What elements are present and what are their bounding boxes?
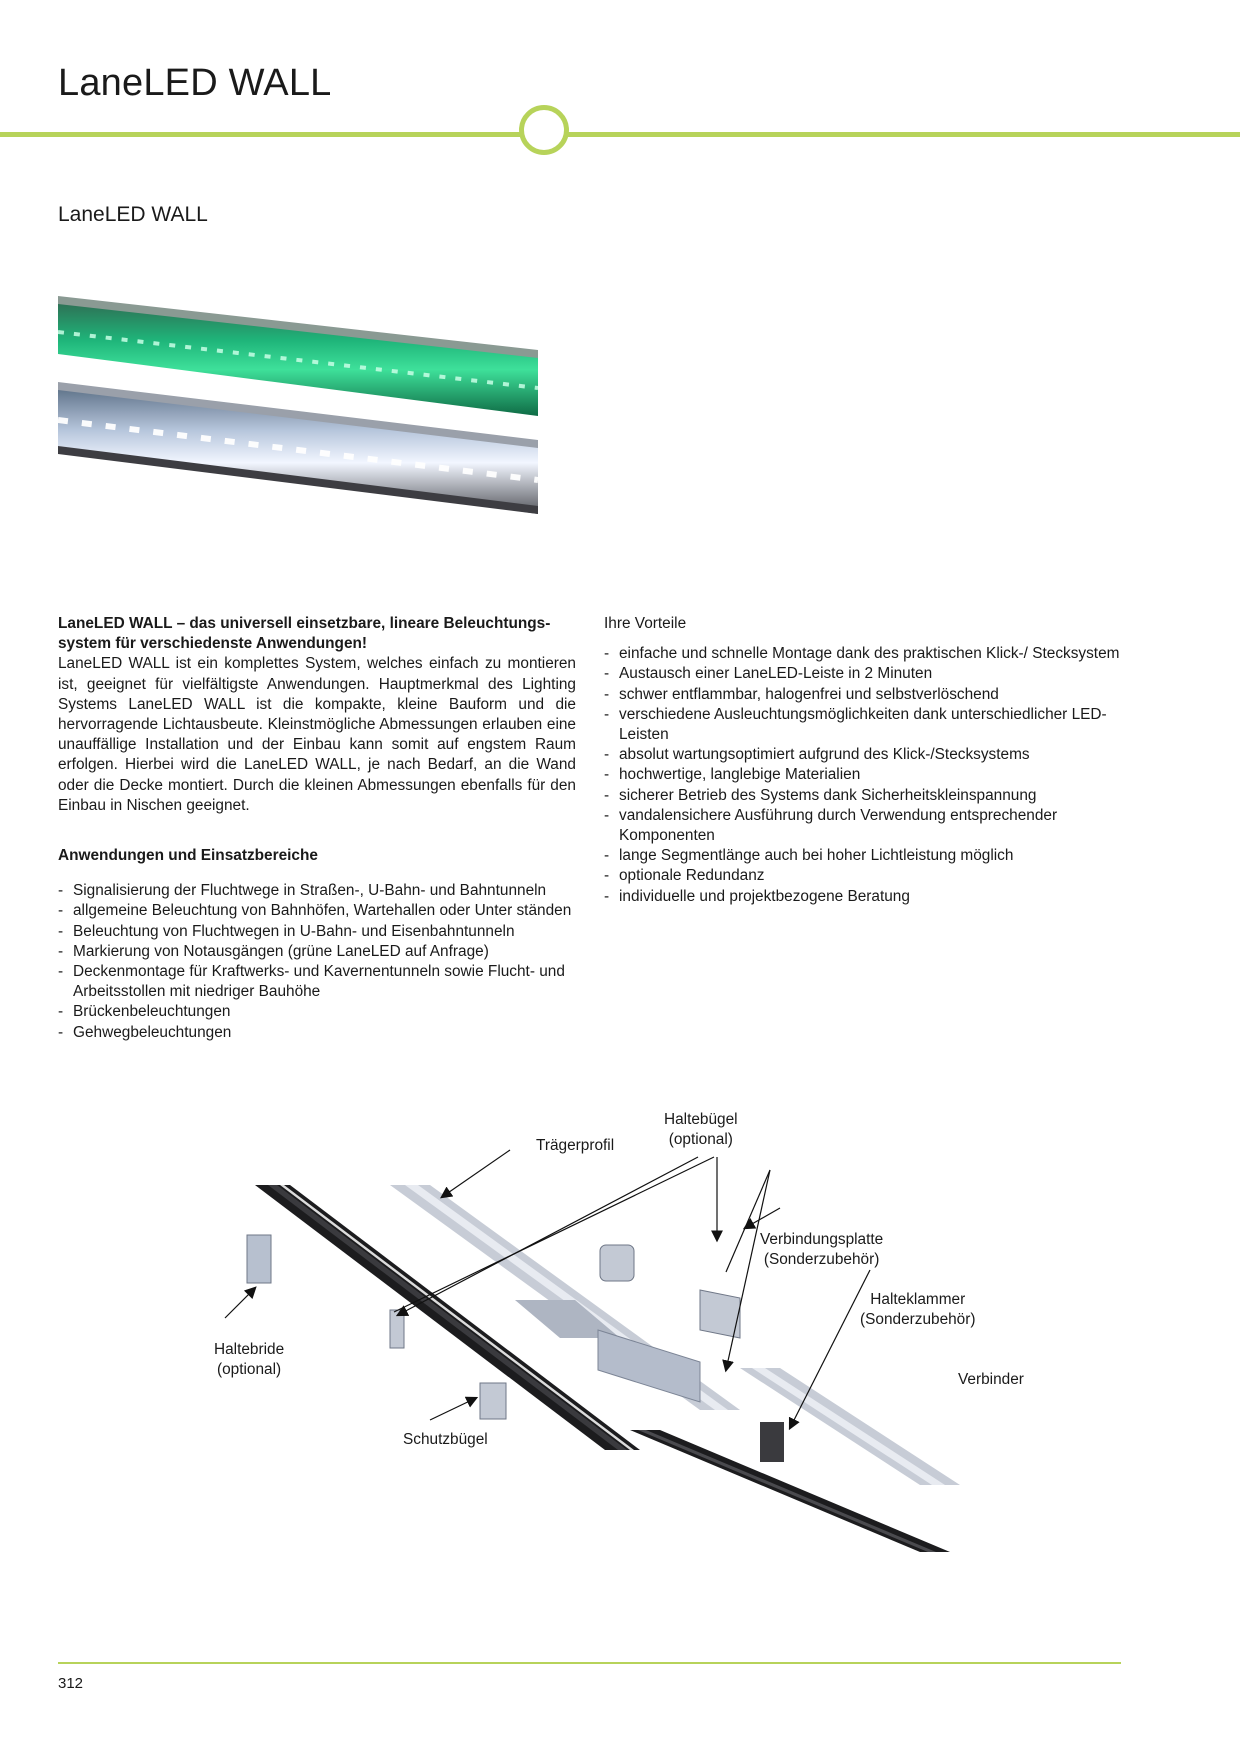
list-item: einfache und schnelle Montage dank des p… [604,644,1124,664]
advantages-heading: Ihre Vorteile [604,615,687,632]
list-item: allgemeine Beleuchtung von Bahnhöfen, Wa… [58,901,576,921]
list-item: absolut wartungsoptimiert aufgrund des K… [604,745,1124,765]
intro-heading: LaneLED WALL – das universell einsetzbar… [58,615,551,653]
carrier-profile-2 [740,1368,960,1485]
label-schutzbuegel: Schutzbügel [403,1431,488,1448]
haltebuegel-small-part [389,1309,405,1349]
arrow-haltebride [224,1286,257,1319]
label-verbinder: Verbinder [958,1371,1024,1388]
right-column: Ihre Vorteile einfache und schnelle Mont… [604,614,1124,907]
left-column: LaneLED WALL – das universell einsetzbar… [58,614,576,1043]
list-item: individuelle und projektbezogene Beratun… [604,887,1124,907]
applications-heading: Anwendungen und Einsatzbereiche [58,847,318,865]
list-item: verschiedene Ausleuchtungsmöglichkeiten … [604,705,1124,745]
header-circle-ornament [519,105,569,155]
schutzbuegel-part [479,1382,507,1420]
led-profile-rail-2 [630,1430,950,1552]
arrow-verbindungsplatte-2 [722,1169,771,1373]
list-item: Gehwegbeleuchtungen [58,1023,576,1043]
intro-body: LaneLED WALL ist ein komplettes System, … [58,655,576,814]
footer-rule [58,1662,1121,1664]
list-item: lange Segmentlänge auch bei hoher Lichtl… [604,846,1124,866]
section-title: LaneLED WALL [58,203,208,226]
page-title: LaneLED WALL [58,62,332,104]
page-number: 312 [58,1675,84,1692]
product-photo [58,296,538,514]
green-led-bar [58,296,538,416]
haltebride-part [246,1234,272,1284]
white-led-bar [58,382,538,514]
list-item: optionale Redundanz [604,866,1124,886]
list-item: schwer entflammbar, halogenfrei und selb… [604,685,1124,705]
connection-plate [597,1329,701,1403]
header-rule [0,132,1240,137]
applications-list: Signalisierung der Fluchtwege in Straßen… [58,881,576,1043]
arrow-traegerprofil [440,1149,511,1199]
label-halteklammer: Halteklammer (Sonderzubehör) [860,1291,976,1328]
list-item: Brückenbeleuchtungen [58,1002,576,1022]
label-haltebuegel: Haltebügel (optional) [664,1111,738,1148]
arrow-verbinder [788,1269,871,1431]
led-profile-rail [255,1185,640,1450]
arrow-haltebuegel-2 [393,1156,715,1313]
list-item: Beleuchtung von Fluchtwegen in U-Bahn- u… [58,922,576,942]
list-item: Signalisierung der Fluchtwege in Straßen… [58,881,576,901]
list-item: Deckenmontage für Kraftwerks- und Kavern… [58,962,576,1002]
list-item: hochwertige, langlebige Materialien [604,765,1124,785]
label-haltebride: Haltebride (optional) [214,1341,285,1378]
label-traegerprofil: Trägerprofil [536,1137,615,1154]
assembly-drawing [224,1149,960,1552]
assembly-diagram: Haltebügel (optional) Trägerprofil Verbi… [180,1100,1024,1570]
haltebuegel-part [599,1244,635,1282]
halteklammer-part [699,1289,741,1339]
label-verbindungsplatte: Verbindungsplatte (Sonderzubehör) [760,1231,884,1268]
list-item: sicherer Betrieb des Systems dank Sicher… [604,786,1124,806]
arrow-halteklammer [742,1207,781,1230]
list-item: Austausch einer LaneLED-Leiste in 2 Minu… [604,664,1124,684]
arrow-schutzbuegel [429,1396,479,1421]
advantages-list: einfache und schnelle Montage dank des p… [604,644,1124,907]
arrow-haltebuegel-1 [395,1156,699,1317]
list-item: vandalensichere Ausführung durch Verwend… [604,806,1124,846]
list-item: Markierung von Notausgängen (grüne LaneL… [58,942,576,962]
verbinder-part [760,1422,784,1462]
